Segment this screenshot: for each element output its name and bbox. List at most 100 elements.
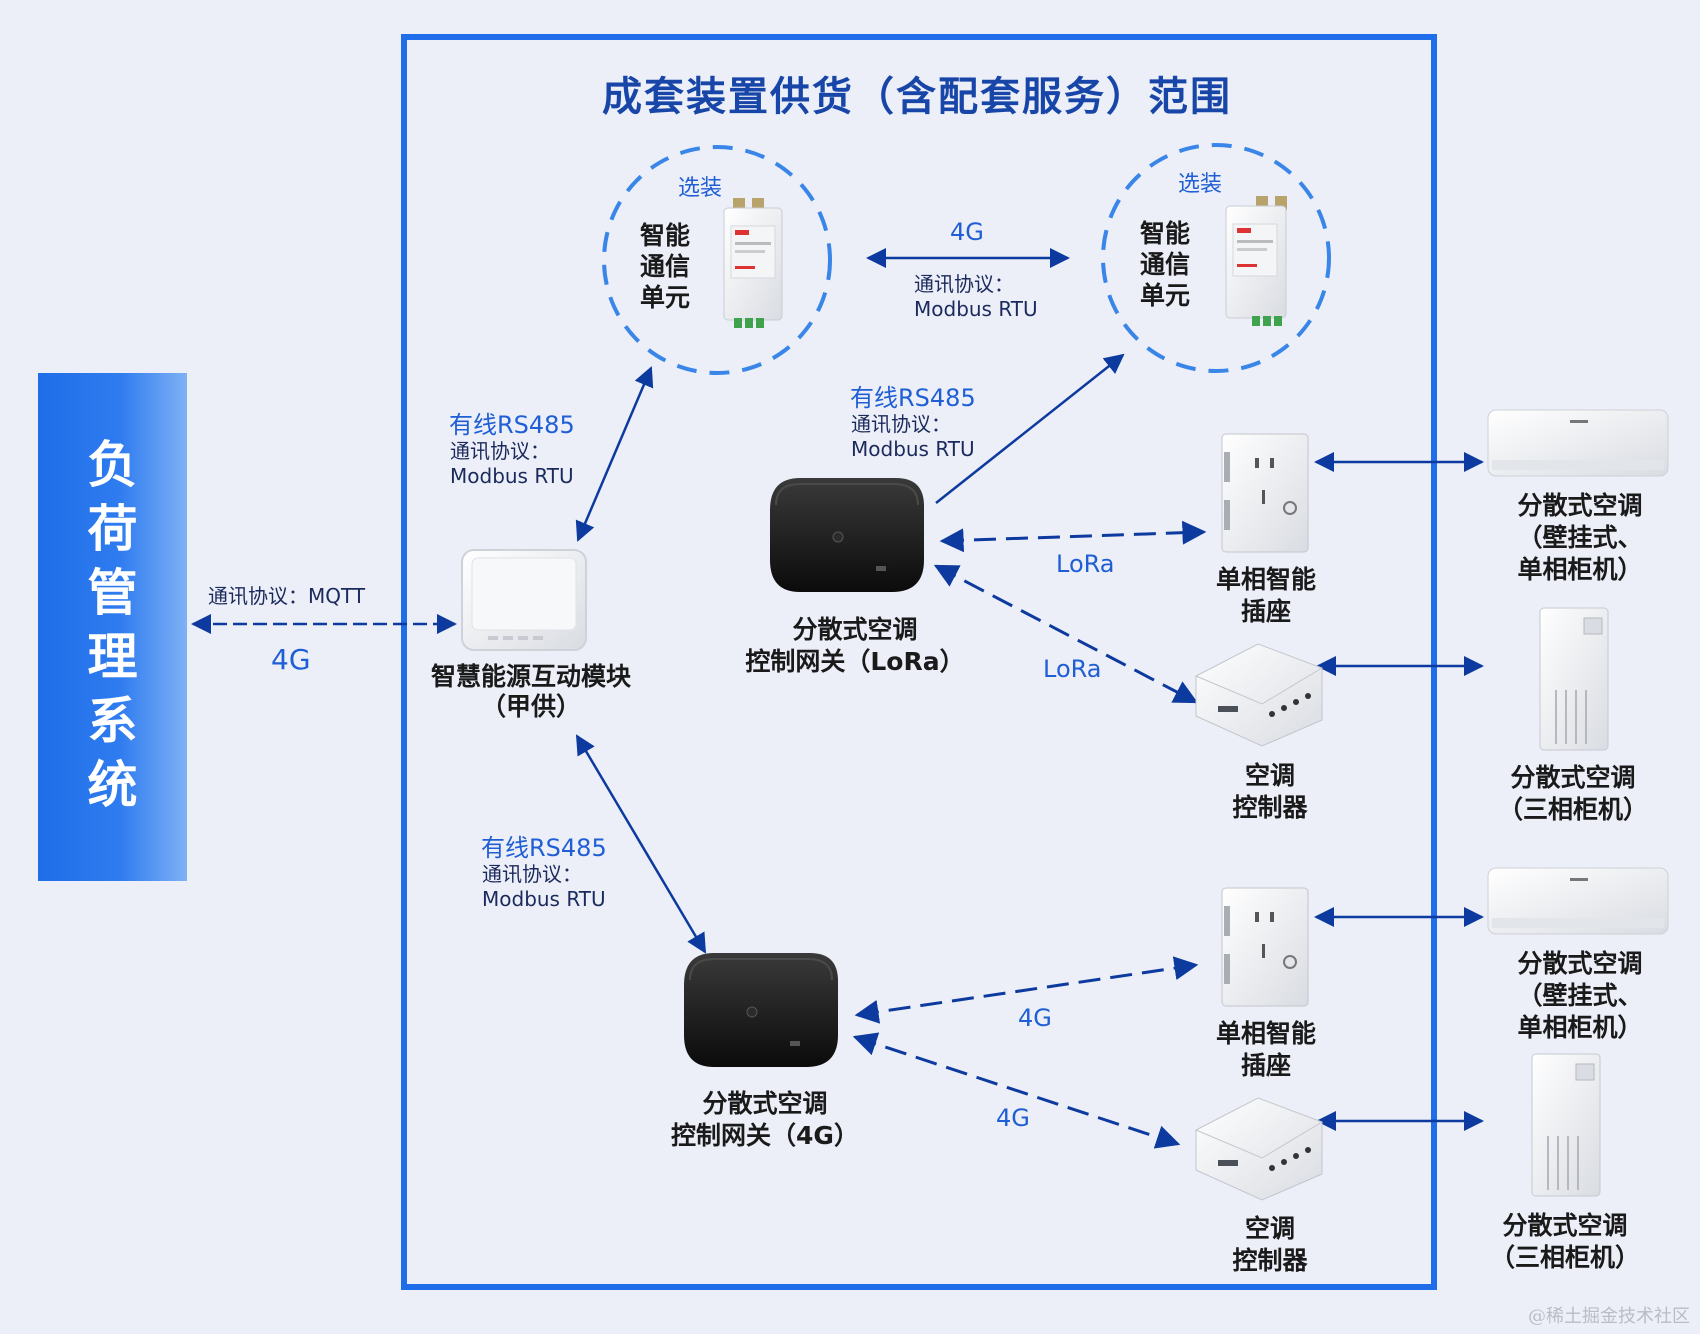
g4-link-controller (852, 1032, 1181, 1149)
energy-module-note: （甲供） (480, 692, 581, 721)
module-unit-protocol-value: Modbus RTU (450, 464, 574, 488)
gateway-4g-label: 分散式空调 控制网关（4G） (640, 1088, 890, 1152)
gateway-unit-wire-label: 有线RS485 (850, 384, 976, 412)
ac-wall-top-type2: 单相柜机） (1517, 555, 1643, 584)
lms-char: 管 (87, 564, 138, 622)
socket-top-suffix: 插座 (1240, 597, 1291, 626)
units-protocol-value: Modbus RTU (914, 297, 1038, 321)
ac-wall-bottom-type1: （壁挂式、 (1517, 981, 1643, 1010)
ac-wall-bottom-device (1487, 867, 1669, 935)
ac-cabinet-top-name: 分散式空调 (1510, 763, 1636, 792)
comm-unit-right-label: 智能 通信 单元 (1140, 218, 1190, 311)
ac-wall-bottom-name: 分散式空调 (1517, 949, 1643, 978)
module-gateway4g-protocol-label: 通讯协议： Modbus RTU (482, 862, 606, 912)
module-gateway4g-link-line (575, 734, 707, 954)
ac-wall-top-type1: （壁挂式、 (1517, 523, 1643, 552)
comm-unit-left-line: 单元 (640, 283, 691, 312)
lms-char: 负 (87, 436, 138, 494)
comm-unit-right-line: 智能 (1140, 219, 1191, 248)
module-unit-wire-label: 有线RS485 (449, 411, 575, 439)
lms-char: 统 (87, 756, 138, 814)
ac-cabinet-top-label: 分散式空调 （三相柜机） (1478, 762, 1668, 826)
controller-top-suffix: 控制器 (1232, 793, 1308, 822)
socket-top-label: 单相智能 插座 (1196, 564, 1336, 628)
ac-cabinet-top-type: （三相柜机） (1497, 795, 1648, 824)
comm-unit-right-line: 通信 (1140, 250, 1191, 279)
load-management-system-block: 负 荷 管 理 系 统 (38, 373, 187, 881)
controller-bottom-name: 空调 (1244, 1214, 1295, 1243)
ac-cabinet-bottom-type: （三相柜机） (1489, 1243, 1640, 1272)
module-unit-link-line (575, 366, 654, 542)
optional-tag-left: 选装 (678, 176, 723, 201)
lora-label-socket: LoRa (1056, 550, 1115, 578)
lora-link-controller (933, 564, 1199, 704)
ac-wall-bottom-label: 分散式空调 （壁挂式、 单相柜机） (1490, 948, 1670, 1044)
ac-cabinet-top-device (1539, 607, 1609, 751)
ac-wall-bottom-type2: 单相柜机） (1517, 1013, 1643, 1042)
controller-bottom-suffix: 控制器 (1232, 1246, 1308, 1275)
comm-unit-right-line: 单元 (1140, 281, 1191, 310)
gateway-4g-type: 控制网关（4G） (671, 1121, 859, 1150)
gateway-lora-type: 控制网关（LoRa） (745, 647, 965, 676)
optional-unit-right-circle (1101, 143, 1331, 373)
gateway-lora-device (770, 478, 924, 592)
units-protocol-label: 通讯协议： Modbus RTU (914, 272, 1038, 322)
controller-top-device (1195, 643, 1323, 747)
watermark: @稀土掘金技术社区 (1528, 1306, 1690, 1327)
scope-title: 成套装置供货（含配套服务）范围 (602, 74, 1232, 120)
ac-wall-top-device (1487, 409, 1669, 477)
comm-unit-left-line: 智能 (640, 221, 691, 250)
socket-top-name: 单相智能 (1215, 565, 1316, 594)
gateway-unit-protocol-value: Modbus RTU (851, 437, 975, 461)
units-protocol-caption: 通讯协议： (914, 272, 1014, 296)
ac-cabinet-bottom-label: 分散式空调 （三相柜机） (1470, 1210, 1660, 1274)
lora-link-socket (939, 520, 1207, 553)
lora-label-controller: LoRa (1043, 655, 1102, 683)
lms-char: 系 (87, 692, 138, 750)
units-network-label: 4G (950, 218, 984, 246)
socket-bottom-device (1221, 887, 1309, 1007)
controller-top-name: 空调 (1244, 761, 1295, 790)
module-gateway4g-wire-label: 有线RS485 (481, 834, 607, 862)
gateway-unit-link-line (935, 353, 1125, 504)
lms-char: 理 (87, 628, 138, 686)
module-unit-protocol-label: 通讯协议： Modbus RTU (450, 439, 574, 489)
optional-unit-left-circle (602, 145, 832, 375)
module-unit-protocol-caption: 通讯协议： (450, 439, 550, 463)
controller-bottom-label: 空调 控制器 (1200, 1213, 1340, 1277)
energy-module-device (461, 549, 587, 651)
gateway-unit-protocol-caption: 通讯协议： (851, 412, 951, 436)
comm-unit-right-device (1225, 196, 1287, 326)
module-gateway4g-protocol-value: Modbus RTU (482, 887, 606, 911)
module-gateway4g-protocol-caption: 通讯协议： (482, 862, 582, 886)
g4-link-socket (854, 956, 1199, 1024)
mqtt-protocol-label: 通讯协议：MQTT (208, 584, 366, 608)
ac-cabinet-bottom-device (1531, 1053, 1601, 1197)
gateway-4g-device (684, 953, 838, 1067)
gateway-lora-name: 分散式空调 (792, 615, 918, 644)
comm-unit-left-line: 通信 (640, 252, 691, 281)
mqtt-network-label: 4G (271, 643, 311, 676)
ac-cabinet-bottom-name: 分散式空调 (1502, 1211, 1628, 1240)
g4-label-socket: 4G (1018, 1004, 1052, 1032)
socket-top-device (1221, 433, 1309, 553)
lms-char: 荷 (87, 500, 138, 558)
socket-bottom-label: 单相智能 插座 (1196, 1018, 1336, 1082)
energy-module-name: 智慧能源互动模块 (430, 662, 631, 691)
energy-module-label: 智慧能源互动模块 （甲供） (412, 662, 650, 722)
g4-label-controller: 4G (996, 1104, 1030, 1132)
ac-wall-top-label: 分散式空调 （壁挂式、 单相柜机） (1490, 490, 1670, 586)
controller-top-label: 空调 控制器 (1200, 760, 1340, 824)
controller-bottom-device (1195, 1097, 1323, 1201)
optional-tag-right: 选装 (1178, 172, 1223, 197)
gateway-lora-label: 分散式空调 控制网关（LoRa） (720, 614, 990, 678)
socket-bottom-name: 单相智能 (1215, 1019, 1316, 1048)
ac-wall-top-name: 分散式空调 (1517, 491, 1643, 520)
comm-unit-left-device (723, 198, 783, 328)
gateway-unit-protocol-label: 通讯协议： Modbus RTU (851, 412, 975, 462)
socket-bottom-suffix: 插座 (1240, 1051, 1291, 1080)
gateway-4g-name: 分散式空调 (702, 1089, 828, 1118)
comm-unit-left-label: 智能 通信 单元 (640, 220, 690, 313)
